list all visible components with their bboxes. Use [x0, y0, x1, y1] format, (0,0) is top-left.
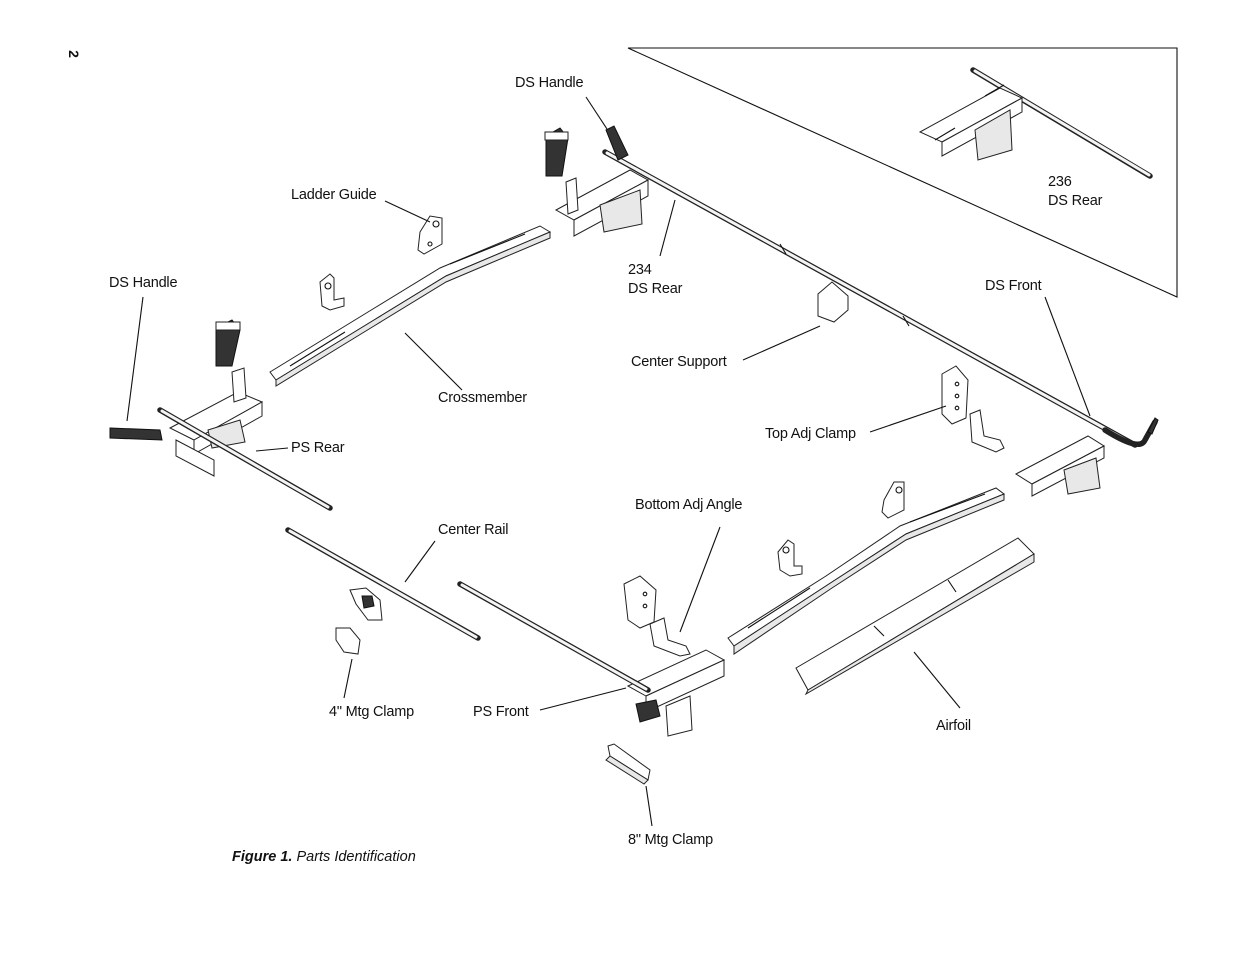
- bottom-adj-angle-part: [623, 575, 691, 657]
- label-bottom-adj-angle: Bottom Adj Angle: [635, 497, 743, 513]
- figure-caption: Figure 1. Parts Identification: [232, 849, 416, 865]
- inset-bracket: [918, 84, 1024, 161]
- label-ps-front: PS Front: [473, 704, 529, 720]
- label-ds-front: DS Front: [985, 278, 1042, 294]
- mtg-clamp-8-part: [605, 743, 651, 785]
- mtg-clamp-4-part: [335, 587, 383, 655]
- label-airfoil: Airfoil: [936, 718, 971, 734]
- ladder-guide-top: [417, 215, 443, 255]
- ps-front-rod: [457, 581, 651, 693]
- ladder-guide-front-a: [881, 481, 905, 519]
- label-ds-rear-234-text: DS Rear: [628, 281, 683, 297]
- front-crossmember: [727, 487, 1006, 655]
- label-ds-rear-236-text: DS Rear: [1048, 193, 1103, 209]
- rear-bracket-ds: [544, 127, 650, 237]
- label-ds-rear-236-number: 236: [1048, 174, 1072, 190]
- page-number: 2: [65, 50, 82, 58]
- ps-front-bracket: [626, 649, 726, 737]
- label-center-support: Center Support: [631, 354, 727, 370]
- label-mtg-clamp-8: 8" Mtg Clamp: [628, 832, 713, 848]
- label-ds-rear-236: 236 DS Rear: [1048, 173, 1102, 211]
- ladder-guide-mid: [319, 273, 345, 311]
- inset-rod-236: [970, 67, 1153, 179]
- label-center-rail: Center Rail: [438, 522, 509, 538]
- ds-rear-rod-234: [602, 149, 1159, 448]
- caption-figure-number: Figure 1.: [232, 849, 293, 865]
- ds-front-bracket: [1014, 435, 1106, 497]
- center-support: [817, 281, 849, 323]
- caption-text: Parts Identification: [296, 849, 416, 865]
- rear-crossmember: [269, 225, 552, 387]
- inset-panel: [627, 47, 1178, 298]
- leader-lines: [126, 96, 1091, 827]
- label-ds-handle-left: DS Handle: [109, 275, 178, 291]
- label-ladder-guide: Ladder Guide: [291, 187, 377, 203]
- center-rail-rod: [285, 527, 481, 641]
- ps-rear-assembly: [109, 319, 333, 511]
- airfoil-part: [795, 537, 1035, 696]
- ladder-guide-front-b: [777, 539, 803, 577]
- label-ps-rear: PS Rear: [291, 440, 345, 456]
- label-ds-rear-234-number: 234: [628, 262, 652, 278]
- ds-handle-top-grip: [605, 125, 629, 161]
- label-top-adj-clamp: Top Adj Clamp: [765, 426, 856, 442]
- label-ds-rear-234: 234 DS Rear: [628, 261, 682, 299]
- top-adj-clamp-part: [941, 365, 1005, 453]
- label-crossmember: Crossmember: [438, 390, 527, 406]
- label-mtg-clamp-4: 4" Mtg Clamp: [329, 704, 414, 720]
- label-ds-handle-top: DS Handle: [515, 75, 584, 91]
